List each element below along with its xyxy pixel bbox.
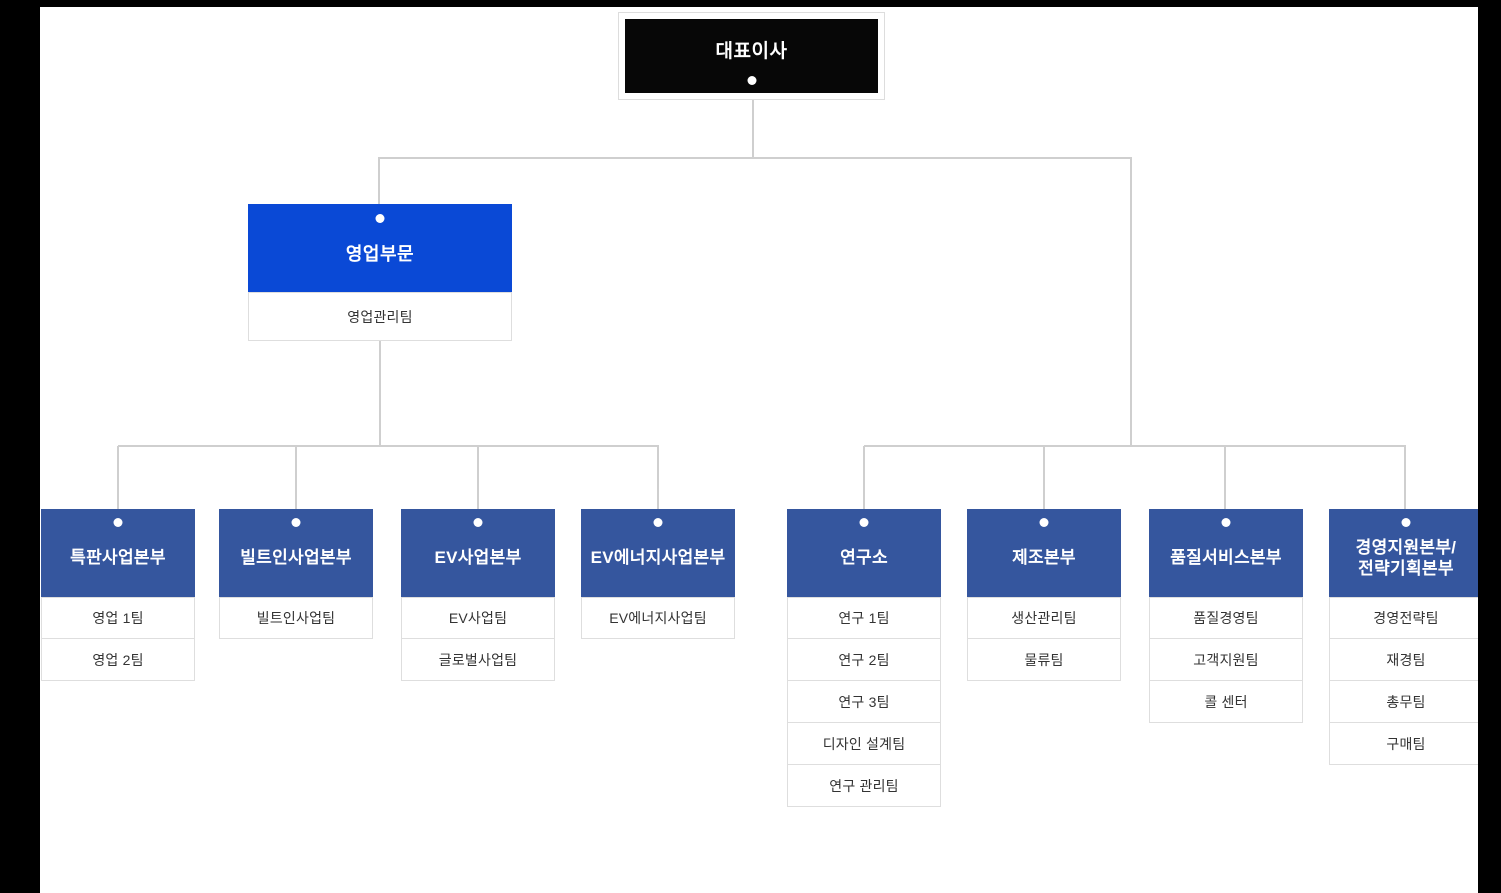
department-header: 연구소 <box>787 509 941 597</box>
department-header: 특판사업본부 <box>41 509 195 597</box>
connector-dot <box>375 214 385 223</box>
connector-line <box>752 100 754 158</box>
team-item: 고객지원팀 <box>1149 639 1303 681</box>
team-item: 총무팀 <box>1329 681 1483 723</box>
team-item: 물류팀 <box>967 639 1121 681</box>
team-item: 연구 관리팀 <box>787 765 941 807</box>
department-header: EV에너지사업본부 <box>581 509 735 597</box>
department-title: 경영지원본부/ 전략기획본부 <box>1355 537 1457 578</box>
connector-line <box>864 445 1406 447</box>
team-list: EV에너지사업팀 <box>581 597 735 639</box>
letterbox-left-bar <box>0 0 40 893</box>
team-item: 생산관리팀 <box>967 597 1121 639</box>
team-item: 빌트인사업팀 <box>219 597 373 639</box>
connector-dot <box>1401 518 1411 527</box>
department-header: 품질서비스본부 <box>1149 509 1303 597</box>
ceo-box: 대표이사 <box>618 12 885 100</box>
department-title: 빌트인사업본부 <box>240 548 352 568</box>
team-item: 디자인 설계팀 <box>787 723 941 765</box>
team-item: 경영전략팀 <box>1329 597 1483 639</box>
connector-line <box>295 446 297 509</box>
department-title: EV에너지사업본부 <box>590 548 726 568</box>
department-header: EV사업본부 <box>401 509 555 597</box>
department-title: 품질서비스본부 <box>1170 548 1282 568</box>
team-item: EV에너지사업팀 <box>581 597 735 639</box>
connector-line <box>657 446 659 509</box>
connector-line <box>118 445 659 447</box>
ceo-title: 대표이사 <box>715 40 788 62</box>
team-item: 영업관리팀 <box>248 292 512 341</box>
letterbox-top-bar <box>0 0 1501 7</box>
department-title: 특판사업본부 <box>70 548 166 568</box>
connector-line <box>379 341 381 447</box>
team-item: 영업 2팀 <box>41 639 195 681</box>
department-header: 빌트인사업본부 <box>219 509 373 597</box>
connector-dot <box>291 518 301 527</box>
team-item: 구매팀 <box>1329 723 1483 765</box>
department-header: 제조본부 <box>967 509 1121 597</box>
team-item: 연구 1팀 <box>787 597 941 639</box>
connector-dot <box>473 518 483 527</box>
team-item: 콜 센터 <box>1149 681 1303 723</box>
team-item: 글로벌사업팀 <box>401 639 555 681</box>
team-item: 재경팀 <box>1329 639 1483 681</box>
department-title: EV사업본부 <box>434 548 522 568</box>
division-column: 영업부문 영업관리팀 <box>248 204 512 341</box>
department-title: 연구소 <box>840 548 888 568</box>
team-list: 빌트인사업팀 <box>219 597 373 639</box>
connector-line <box>378 157 1132 159</box>
connector-line <box>1224 446 1226 509</box>
team-item: EV사업팀 <box>401 597 555 639</box>
connector-line <box>378 158 380 205</box>
connector-dot <box>113 518 123 527</box>
department-title: 제조본부 <box>1012 548 1076 568</box>
connector-line <box>1043 446 1045 509</box>
connector-dot <box>747 76 756 85</box>
team-item: 연구 2팀 <box>787 639 941 681</box>
team-item: 품질경영팀 <box>1149 597 1303 639</box>
letterbox-right-bar <box>1478 0 1501 893</box>
connector-dot <box>1221 518 1231 527</box>
connector-dot <box>653 518 663 527</box>
connector-line <box>477 446 479 509</box>
department-header: 경영지원본부/ 전략기획본부 <box>1329 509 1483 597</box>
connector-line <box>1404 446 1406 509</box>
connector-line <box>863 446 865 509</box>
connector-dot <box>859 518 869 527</box>
department-column: 빌트인사업본부 빌트인사업팀 <box>219 509 373 639</box>
ceo-box-inner: 대표이사 <box>625 19 878 93</box>
division-header: 영업부문 <box>248 204 512 292</box>
team-item: 영업 1팀 <box>41 597 195 639</box>
department-column: EV에너지사업본부 EV에너지사업팀 <box>581 509 735 639</box>
connector-line <box>117 446 119 509</box>
connector-line <box>1130 158 1132 447</box>
division-title: 영업부문 <box>345 244 415 264</box>
connector-dot <box>1039 518 1049 527</box>
team-item: 연구 3팀 <box>787 681 941 723</box>
